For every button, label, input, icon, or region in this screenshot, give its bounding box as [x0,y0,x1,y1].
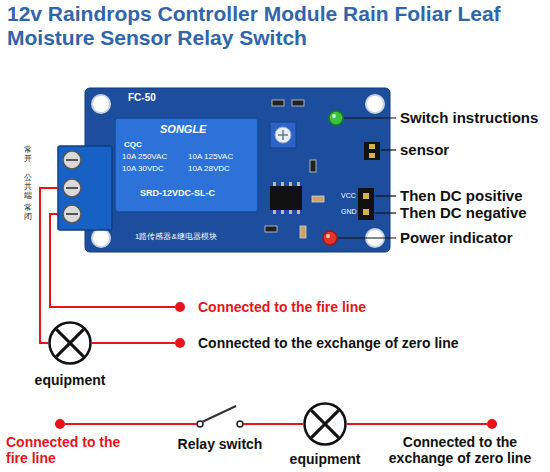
pcb-board [85,88,390,252]
callout-label: Switch instructions [400,109,538,127]
terminal-label: equipment [15,372,125,388]
terminal-dot: Connected to the fire line [175,302,185,312]
header-pin [369,144,375,149]
terminal-label: equipment [275,451,375,467]
potentiometer-knob [275,127,291,143]
wire-connector [92,342,175,344]
lamp-circle [305,404,346,445]
leader-line [375,212,396,213]
terminal-screw [63,179,81,197]
screw-slot [66,159,78,161]
lamp-cross [56,329,83,356]
callout-label: sensor [400,141,449,159]
pin-name: GND [341,208,357,216]
equipment-lamp: equipment [303,402,347,446]
relay-rating: 10A 30VDC [122,164,164,174]
mounting-hole [92,229,110,247]
mounting-hole [92,95,110,113]
terminal-name: 常闭 [24,204,32,222]
led-highlight [326,234,330,238]
terminal-dot: Connected to the exchange of zero line [487,419,497,429]
leader-line [381,149,396,150]
board-name: FC-50 [128,92,156,104]
equipment-lamp: equipment [48,321,92,365]
leader-line [375,195,396,196]
relay-brand: SONGLE [160,123,206,136]
chip-pin [289,210,292,214]
wire-connector [65,423,303,425]
switch-led [329,111,343,125]
leader-line [338,237,396,238]
knob-cross [282,130,284,140]
relay-model: SRD-12VDC-SL-C [140,188,215,199]
power-header [358,188,374,220]
switch-contact [237,421,243,427]
terminal-dot: Connected to the exchange of zero line [175,338,185,348]
lamp-symbol [48,321,92,365]
header-pin [363,209,369,215]
relay-rating: 10A 125VAC [188,152,233,162]
terminal-block [58,146,112,230]
wire-connector [347,423,487,425]
terminal-name: 常开 [24,146,32,164]
chip-pin [297,182,300,186]
lamp-cross [311,410,338,437]
chip-pin [273,210,276,214]
chip-pin [273,182,276,186]
smd-resistor [292,100,304,106]
header-pin [369,153,375,158]
board-caption: 1路传感器&继电器模块 [135,232,217,242]
smd-capacitor [312,196,324,202]
sensor-header [364,142,380,160]
terminal-label: Connected to the fire line [6,434,131,466]
callout-label: Then DC negative [400,205,527,221]
relay [115,118,258,212]
terminal-label: Connected to the fire line [198,299,366,315]
chip-pin [281,210,284,214]
terminal-name: 公共端 [24,174,32,200]
pin-name: VCC [341,192,356,200]
screw-slot [66,187,78,189]
smd-resistor [265,226,277,232]
led-highlight [332,114,336,118]
mounting-hole [366,95,384,113]
relay-rating: 10A 250VAC [122,152,167,162]
relay-marking: CQC [124,140,142,150]
callout-label: Power indicator [400,229,513,247]
smd-resistor [310,160,316,172]
chip-pin [297,210,300,214]
lamp-symbol [303,402,347,446]
chip-pin [281,182,284,186]
edge-label: Relay switch [160,436,280,452]
wire [50,214,175,307]
lamp-cross [56,329,83,356]
terminal-screw [63,151,81,169]
header-pin [363,193,369,199]
terminal-label: Connected to the exchange of zero line [380,434,540,466]
terminal-screw [63,205,81,223]
callout-label: Then DC positive [400,188,523,204]
comparator-chip [270,186,302,210]
lamp-cross [311,410,338,437]
switch-lever [202,406,236,422]
page-title: 12v Raindrops Controller Module Rain Fol… [7,2,543,50]
relay-rating: 10A 28VDC [188,164,230,174]
terminal-label: Connected to the exchange of zero line [198,335,459,351]
chip-pin [289,182,292,186]
smd-capacitor [300,226,306,238]
smd-resistor [272,100,284,106]
terminal-dot: Connected to the fire line [55,419,65,429]
screw-slot [66,213,78,215]
power-led [323,231,337,245]
leader-line [344,117,396,118]
potentiometer [270,122,296,148]
lamp-circle [50,323,91,364]
